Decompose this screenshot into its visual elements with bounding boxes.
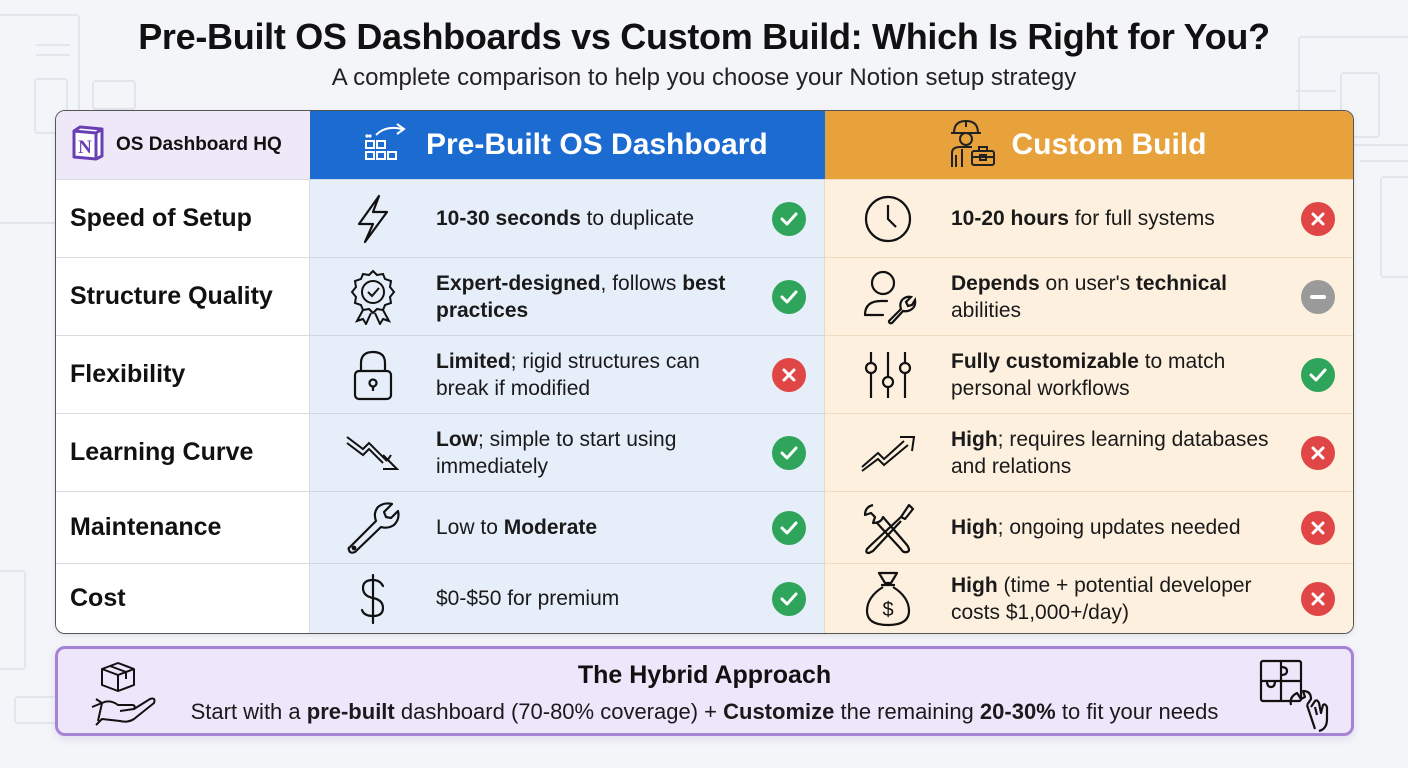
prebuilt-cell-cost: $0-$50 for premium [310, 563, 825, 633]
sliders-icon [825, 350, 951, 400]
hand-box-icon [88, 659, 160, 732]
trend-down-icon [310, 433, 436, 473]
award-badge-icon [310, 269, 436, 325]
notion-logo-icon: N [70, 125, 106, 166]
bg-wireframe [92, 80, 136, 110]
row-label-cost: Cost [56, 563, 310, 633]
neutral-status-icon [1301, 279, 1335, 314]
custom-cell-flexibility: Fully customizable to match personal wor… [825, 335, 1353, 413]
bg-line [36, 54, 70, 56]
cell-text: Expert-designed, follows best practices [436, 271, 726, 322]
check-status-icon [1301, 357, 1335, 392]
cross-status-icon [1301, 201, 1335, 236]
check-status-icon [772, 279, 806, 314]
cell-text: 10-30 seconds to duplicate [436, 207, 694, 230]
prebuilt-cell-speed: 10-30 seconds to duplicate [310, 179, 825, 257]
cell-text: Limited; rigid structures can break if m… [436, 349, 700, 400]
row-label-flexibility: Flexibility [56, 335, 310, 413]
cell-text: Low to Moderate [436, 516, 598, 539]
check-status-icon [772, 435, 806, 470]
row-label-speed: Speed of Setup [56, 179, 310, 257]
grid-duplicate-icon [362, 122, 410, 168]
hybrid-title: The Hybrid Approach [577, 661, 832, 689]
cell-text: Low; simple to start using immediately [436, 427, 677, 478]
bg-line [1296, 90, 1336, 92]
prebuilt-column-title: Pre-Built OS Dashboard [426, 128, 768, 161]
custom-cell-structure: Depends on user's technical abilities [825, 257, 1353, 335]
cell-text: 10-20 hours for full systems [951, 207, 1215, 230]
brand-label: OS Dashboard HQ [116, 134, 282, 155]
lock-icon [310, 349, 436, 401]
bg-wireframe [1340, 72, 1380, 138]
bg-wireframe [0, 570, 26, 670]
check-status-icon [772, 581, 806, 616]
custom-cell-maintenance: High; ongoing updates needed [825, 491, 1353, 563]
lightning-icon [310, 194, 436, 244]
bg-wireframe [34, 78, 68, 134]
user-wrench-icon [825, 269, 951, 325]
bg-line [36, 44, 70, 46]
prebuilt-cell-flexibility: Limited; rigid structures can break if m… [310, 335, 825, 413]
cell-text: High; requires learning databases and re… [951, 427, 1269, 478]
custom-cell-speed: 10-20 hours for full systems [825, 179, 1353, 257]
cell-text: High; ongoing updates needed [951, 516, 1241, 539]
prebuilt-cell-maintenance: Low to Moderate [310, 491, 825, 563]
cross-status-icon [1301, 435, 1335, 470]
prebuilt-cell-learning: Low; simple to start using immediately [310, 413, 825, 491]
prebuilt-cell-structure: Expert-designed, follows best practices [310, 257, 825, 335]
svg-text:$: $ [882, 599, 893, 621]
wrench-icon [310, 501, 436, 555]
custom-column-title: Custom Build [1011, 128, 1207, 161]
hybrid-approach-panel: The Hybrid Approach Start with a pre-bui… [55, 646, 1354, 736]
dollar-icon [310, 573, 436, 624]
cell-text: Fully customizable to match personal wor… [951, 349, 1226, 400]
cross-status-icon [1301, 581, 1335, 616]
row-label-maintenance: Maintenance [56, 491, 310, 563]
custom-cell-cost: $ High (time + potential developer costs… [825, 563, 1353, 633]
cell-text: Depends on user's technical abilities [951, 271, 1227, 322]
cross-status-icon [772, 357, 806, 392]
money-bag-icon: $ [825, 571, 951, 627]
comparison-table: N OS Dashboard HQ Pre-Built OS Dashboard [55, 110, 1354, 634]
bg-line [1360, 160, 1408, 162]
cell-text: High (time + potential developer costs $… [951, 573, 1252, 624]
prebuilt-column-header: Pre-Built OS Dashboard [310, 111, 825, 179]
hybrid-description: Start with a pre-built dashboard (70-80%… [190, 699, 1219, 724]
row-label-learning: Learning Curve [56, 413, 310, 491]
puzzle-hand-icon [1257, 657, 1331, 738]
tools-crossed-icon [825, 501, 951, 555]
check-status-icon [772, 510, 806, 545]
builder-toolbox-icon [942, 117, 998, 174]
page-title: Pre-Built OS Dashboards vs Custom Build:… [138, 16, 1270, 57]
cross-status-icon [1301, 510, 1335, 545]
trend-up-icon [825, 433, 951, 473]
custom-column-header: Custom Build [825, 111, 1353, 179]
clock-icon [825, 194, 951, 244]
bg-wireframe [1380, 176, 1408, 278]
svg-text:N: N [78, 137, 92, 158]
row-label-structure: Structure Quality [56, 257, 310, 335]
custom-cell-learning: High; requires learning databases and re… [825, 413, 1353, 491]
page-subtitle: A complete comparison to help you choose… [331, 64, 1077, 91]
brand-header: N OS Dashboard HQ [56, 111, 310, 179]
check-status-icon [772, 201, 806, 236]
cell-text: $0-$50 for premium [436, 587, 620, 610]
